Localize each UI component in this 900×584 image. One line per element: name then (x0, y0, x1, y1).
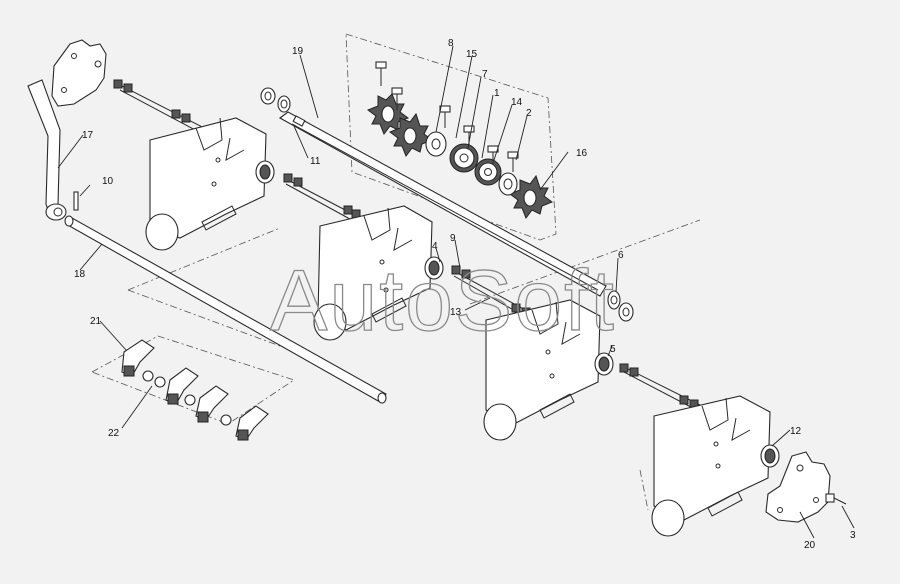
housing-unit-1 (145, 117, 267, 251)
bolt (375, 61, 387, 86)
callout-15: 15 (466, 49, 478, 60)
plate-hole (94, 60, 102, 68)
bolt (507, 151, 519, 172)
frame-outline-line (469, 219, 701, 305)
knob-washer (184, 394, 196, 406)
bearing-5 (594, 352, 614, 376)
callout-10: 10 (102, 176, 114, 187)
bolt (391, 87, 403, 110)
leader-lines (57, 45, 855, 539)
shaft-end (64, 215, 74, 227)
frame-outline-line (127, 227, 281, 291)
washer (260, 87, 276, 105)
callout-22: 22 (108, 428, 120, 439)
callout-2: 2 (526, 108, 532, 119)
shaft-end (377, 392, 387, 404)
callout-5: 5 (610, 344, 616, 355)
bearing-1 (255, 160, 275, 184)
knob-washer (154, 376, 166, 388)
sprocket-hub (425, 131, 447, 157)
shaft-key (292, 115, 306, 127)
plate-hole (71, 53, 77, 59)
sprocket-gear-2 (474, 158, 502, 186)
callout-16: 16 (576, 148, 588, 159)
bearing-4 (424, 256, 444, 280)
callout-7: 7 (482, 69, 488, 80)
spring-pin (73, 191, 79, 211)
callout-8: 8 (448, 38, 454, 49)
callout-3: 3 (850, 530, 856, 541)
callout-21: 21 (90, 316, 102, 327)
knob-2 (165, 367, 199, 405)
frame-outline-line (639, 469, 649, 511)
knob-washer (142, 370, 154, 382)
lever-hub-bore (53, 207, 63, 217)
star-wheel-center (388, 112, 434, 158)
sprocket-gear (449, 143, 479, 173)
callout-11: 11 (310, 156, 321, 167)
callout-1: 1 (494, 88, 500, 99)
callout-18: 18 (74, 269, 86, 280)
bearing-12 (760, 444, 780, 468)
knob-4 (235, 405, 269, 441)
washer (618, 302, 634, 322)
callout-4: 4 (432, 241, 438, 252)
plate-hole (61, 87, 67, 93)
star-wheel-left (366, 93, 410, 136)
bolt (439, 105, 451, 128)
watermark: AutoSoft (270, 253, 616, 349)
callout-14: 14 (511, 97, 523, 108)
callout-20: 20 (804, 540, 816, 551)
housing-unit-4 (651, 395, 771, 537)
washer (607, 290, 621, 310)
star-wheel-right (508, 174, 554, 220)
callout-12: 12 (790, 426, 802, 437)
lever-hub (45, 203, 67, 221)
knob-1 (121, 339, 155, 377)
washer (277, 95, 291, 113)
housing-unit-3 (483, 299, 601, 441)
callout-6: 6 (618, 250, 624, 261)
callout-17: 17 (82, 130, 94, 141)
sprocket-hub-2 (498, 172, 518, 196)
knob-3 (195, 385, 229, 423)
knob-washer (220, 414, 232, 426)
callout-19: 19 (292, 46, 304, 57)
threaded-rod-4 (619, 363, 711, 417)
right-side-plate (765, 451, 831, 523)
bolt-3 (825, 493, 847, 505)
callout-13: 13 (450, 307, 462, 318)
housing-unit-2 (313, 205, 433, 341)
callout-labels: 8 15 7 1 14 2 16 19 11 10 17 18 4 9 6 13… (74, 38, 856, 551)
left-side-plate (51, 39, 107, 107)
callout-9: 9 (450, 233, 456, 244)
